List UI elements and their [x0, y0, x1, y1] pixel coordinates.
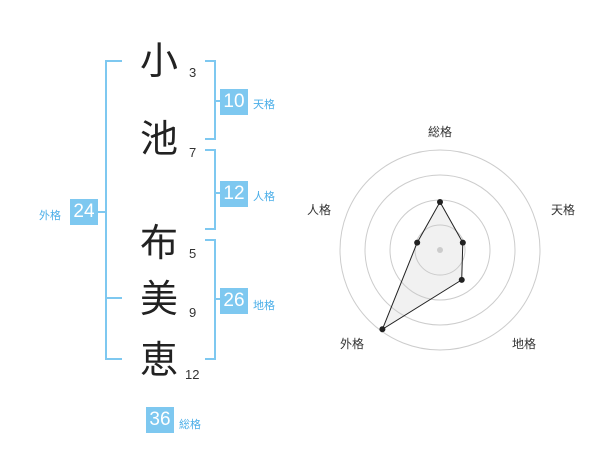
chikaku-value: 26: [220, 288, 248, 314]
radar-axis-label-gaikaku: 外格: [340, 337, 365, 351]
jinkaku-label: 人格: [253, 190, 275, 203]
stroke-count-2: 7: [189, 145, 197, 160]
stroke-count-5: 12: [185, 367, 200, 382]
gaikaku-value: 24: [70, 199, 98, 225]
stroke-count-3: 5: [189, 246, 197, 261]
radar-axis-label-jinkaku: 人格: [307, 203, 332, 217]
radar-polygon: [381, 200, 464, 331]
radar-ring-4: [339, 149, 541, 351]
tenkaku-value: 10: [220, 89, 248, 115]
radar-ring-3: [364, 174, 516, 326]
stroke-count-4: 9: [189, 305, 197, 320]
name-char-4: 美: [140, 277, 179, 321]
radar-point-1: [437, 199, 443, 205]
stroke-count-1: 3: [189, 65, 197, 80]
gaikaku-bracket: [105, 60, 122, 360]
radar-axis-label-soukaku: 総格: [428, 125, 453, 139]
name-char-5: 恵: [140, 338, 179, 382]
gaikaku-label: 外格: [39, 209, 61, 222]
tenkaku-bracket: [205, 60, 216, 140]
radar-point-2: [459, 239, 466, 246]
radar-point-3: [458, 276, 465, 283]
radar-axis-label-chikaku: 地格: [512, 337, 537, 351]
radar-center-dot: [437, 247, 443, 253]
name-char-2: 池: [140, 117, 179, 161]
radar-point-4: [379, 326, 386, 333]
name-char-1: 小: [140, 39, 179, 83]
soukaku-label: 総格: [179, 418, 201, 431]
jinkaku-value: 12: [220, 181, 248, 207]
radar-ring-1: [414, 224, 466, 276]
radar-point-5: [414, 239, 421, 246]
radar-chart: [339, 149, 541, 351]
tenkaku-label: 天格: [253, 98, 275, 111]
soukaku-value: 36: [146, 407, 174, 433]
name-char-3: 布: [140, 221, 179, 265]
chikaku-bracket: [205, 239, 216, 360]
chikaku-label: 地格: [253, 299, 275, 312]
jinkaku-bracket: [205, 149, 216, 230]
radar-axis-label-tenkaku: 天格: [551, 203, 576, 217]
